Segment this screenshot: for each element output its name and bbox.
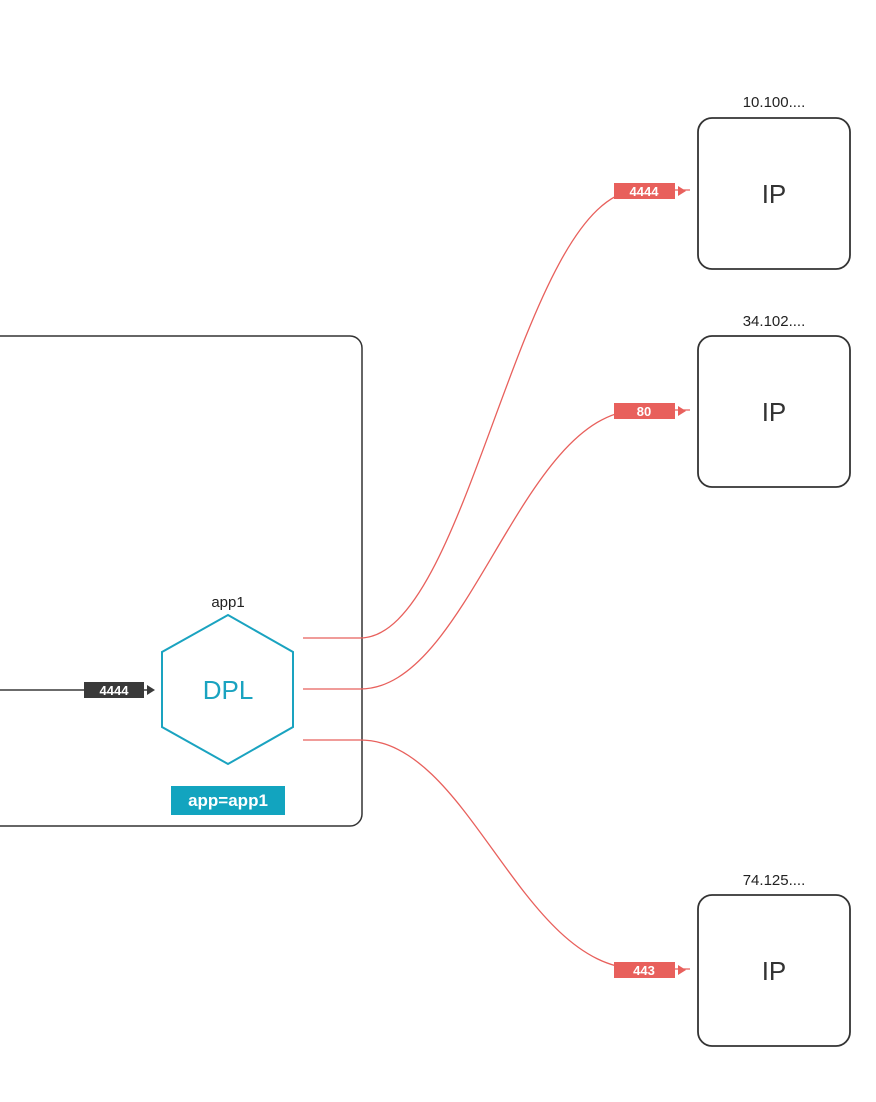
egress-port-label: 80 [637,404,651,419]
egress-port-tag-1[interactable]: 4444 [614,183,686,199]
ip-node-label: IP [762,956,787,986]
egress-edge-3[interactable] [303,739,690,970]
ip-node-2[interactable]: 34.102.... IP [697,313,851,488]
ingress-port-tag[interactable]: 4444 [84,682,155,698]
egress-edge-1[interactable] [303,189,690,639]
deployment-kind-label: DPL [203,675,254,705]
deployment-hexagon-icon [161,613,294,766]
ip-node-3[interactable]: 74.125.... IP [697,872,851,1047]
ip-address-label: 34.102.... [743,313,806,330]
namespace-box[interactable] [0,335,363,827]
egress-port-label: 443 [633,963,655,978]
deployment-selector-badge: app=app1 [171,786,285,815]
ip-address-label: 74.125.... [743,872,806,889]
egress-port-tag-2[interactable]: 80 [614,403,686,419]
egress-port-tag-3[interactable]: 443 [614,962,686,978]
egress-edge-2[interactable] [303,409,690,690]
deployment-name: app1 [211,594,244,611]
ip-node-label: IP [762,179,787,209]
ip-node-1[interactable]: 10.100.... IP [697,94,851,270]
deployment-node[interactable]: app1 DPL [161,594,294,766]
deployment-selector-label: app=app1 [188,791,268,810]
egress-port-label: 4444 [630,184,660,199]
ip-node-label: IP [762,397,787,427]
ip-address-label: 10.100.... [743,94,806,111]
ingress-port-label: 4444 [100,683,130,698]
